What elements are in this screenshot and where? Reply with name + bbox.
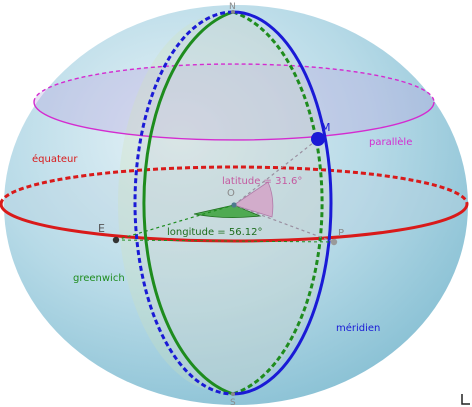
greenwich-plane <box>118 14 328 392</box>
equator-front-arc <box>0 203 469 243</box>
label-point-m: M <box>321 121 331 134</box>
label-equator: équateur <box>32 153 78 165</box>
label-point-e: E <box>98 222 105 235</box>
meridian-back-arc <box>133 10 234 396</box>
radius-oe <box>115 204 235 241</box>
label-parallel: parallèle <box>369 136 412 148</box>
parallel-front-arc <box>33 101 435 141</box>
label-greenwich: greenwich <box>73 273 125 284</box>
longitude-sector <box>193 204 262 218</box>
label-meridian: méridien <box>336 322 380 334</box>
label-point-p: P <box>338 228 344 239</box>
latitude-sector <box>233 181 274 218</box>
point-m <box>311 132 325 146</box>
label-origin: O <box>227 188 235 199</box>
point-s <box>231 392 235 396</box>
label-north: N <box>229 2 236 12</box>
corner-mark <box>461 394 470 405</box>
label-south: S <box>230 398 236 407</box>
parallel-back-arc <box>33 63 435 103</box>
point-p <box>330 238 338 246</box>
meridian-plane <box>134 13 330 393</box>
meridian-front-arc <box>232 10 333 396</box>
label-latitude: latitude = 31.6° <box>222 176 302 187</box>
label-longitude: longitude = 56.12° <box>167 227 262 238</box>
point-e <box>112 236 120 244</box>
point-o <box>231 202 237 208</box>
greenwich-front-arc <box>142 10 234 396</box>
point-n <box>231 10 235 14</box>
equator-back-arc <box>0 165 469 205</box>
line-ep <box>115 239 335 243</box>
greenwich-back-arc <box>232 10 324 396</box>
parallel-plane <box>34 64 434 140</box>
